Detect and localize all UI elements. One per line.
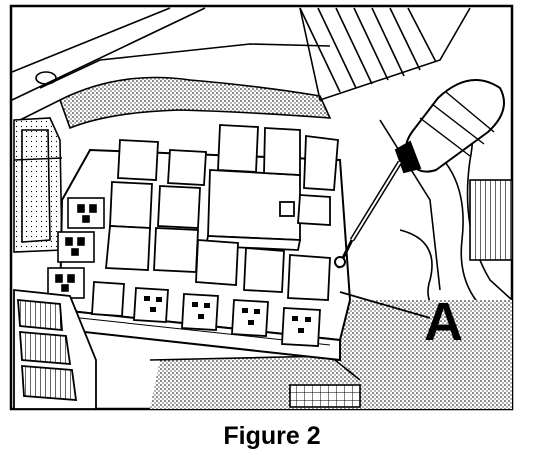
terminal-markings xyxy=(144,296,311,333)
callout-label: A xyxy=(424,292,463,352)
left-relay-column xyxy=(47,197,105,299)
callout-leader-line xyxy=(339,291,431,319)
screwdriver-icon xyxy=(334,79,505,269)
relay-bank xyxy=(91,124,339,347)
background-bodywork xyxy=(11,7,513,409)
connector-block xyxy=(13,288,97,410)
figure-caption: Figure 2 xyxy=(223,422,321,450)
